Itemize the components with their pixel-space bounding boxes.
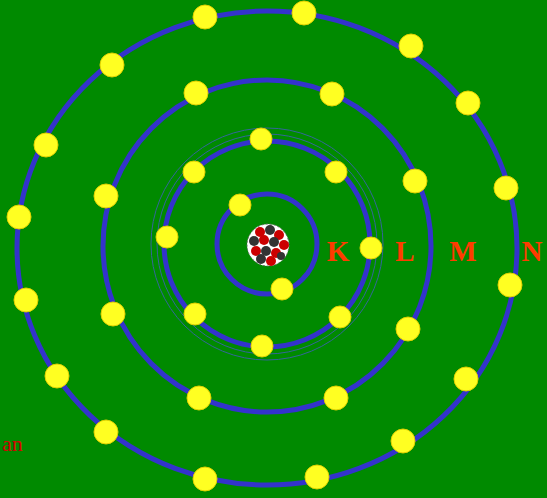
shell-label: L [395,237,414,266]
shell-m [103,80,431,412]
shell-label: K [327,237,350,266]
electrons [7,1,522,491]
shell-line [151,128,383,360]
nucleus [247,224,289,266]
shell-label: M [449,237,476,266]
note-text: an [2,433,23,455]
shell-n [17,11,517,485]
shell-k [217,194,317,294]
shell-label: N [522,237,543,266]
shell-line [157,134,377,354]
shell-l [164,141,370,347]
